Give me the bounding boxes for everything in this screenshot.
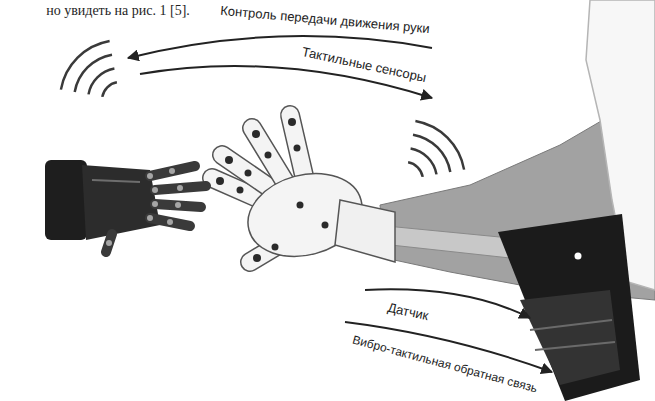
arrow-label: Вибро-тактильная обратная связь xyxy=(351,332,539,397)
control-unit-panel xyxy=(520,290,620,385)
glove-sensor xyxy=(216,118,329,262)
indicator-light xyxy=(575,253,582,260)
arrow-label: Датчик xyxy=(386,300,430,324)
control-unit-detail xyxy=(535,342,615,350)
wireless-waves xyxy=(61,41,464,177)
control-unit xyxy=(498,214,640,401)
arrow-label: Контроль передачи движения руки xyxy=(220,3,431,37)
control-unit-detail xyxy=(530,320,612,330)
page-text: но увидеть на рис. 1 [5]. xyxy=(46,3,190,19)
robot-hand xyxy=(45,160,206,252)
flow-arrow xyxy=(128,36,552,372)
data-glove xyxy=(212,115,395,269)
arrow-label: Тактильные сенсоры xyxy=(300,44,427,86)
